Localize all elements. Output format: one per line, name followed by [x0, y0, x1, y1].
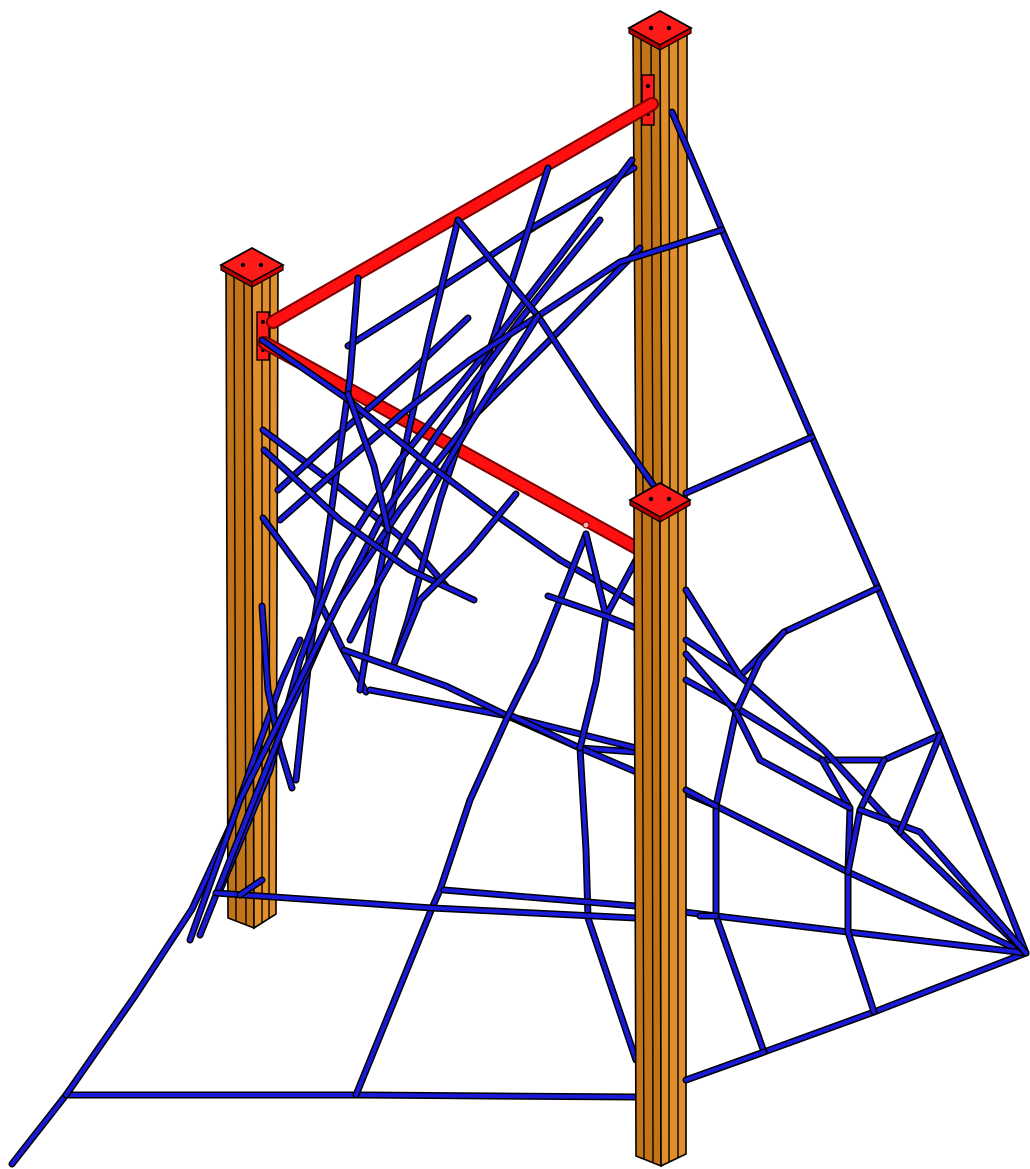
- net-rope-30: [546, 594, 638, 630]
- net-rope-24: [342, 648, 638, 750]
- net-rope-front-12: [898, 733, 942, 834]
- net-rope-7: [276, 316, 470, 492]
- front-right-post: [628, 481, 692, 1168]
- net-rope-front-8: [684, 788, 718, 808]
- net-rope-33: [238, 878, 264, 897]
- net-rope-26: [578, 746, 638, 1062]
- net-rope-17: [278, 228, 724, 522]
- net-rope-front-5: [714, 710, 766, 1054]
- net-rope-front-3: [684, 588, 1028, 955]
- upper-crossbar: [266, 97, 659, 329]
- net-rope-28: [578, 614, 608, 750]
- net-rope-4: [261, 428, 448, 588]
- net-rope-22: [392, 492, 518, 666]
- net-rope-front-0: [684, 435, 814, 495]
- net-rope-16: [456, 218, 666, 502]
- net-rope-front-9: [684, 1050, 766, 1082]
- net-rope-21: [262, 448, 476, 602]
- net-rope-5: [261, 516, 368, 694]
- net-rope-front-4: [684, 630, 786, 714]
- net-rope-20: [346, 392, 390, 532]
- net-rope-18: [348, 314, 540, 642]
- net-rope-10: [294, 276, 360, 782]
- net-rope-6: [260, 604, 294, 790]
- climbing-rope-net-front: [682, 433, 1030, 1084]
- net-rope-0: [670, 110, 1028, 955]
- net-rope-31: [214, 891, 638, 920]
- net-rope-2: [10, 1093, 638, 1166]
- net-rope-front-11: [858, 808, 1028, 955]
- net-rope-27: [354, 532, 588, 1097]
- net-rope-front-2: [684, 678, 942, 762]
- net-rope-15: [188, 246, 642, 942]
- net-rope-front-outline-2: [682, 676, 944, 764]
- net-rope-11: [358, 218, 460, 692]
- climbing-rope-net: [8, 108, 1030, 1168]
- net-rope-front-13: [734, 710, 852, 810]
- net-rope-outline-2: [8, 1091, 640, 1168]
